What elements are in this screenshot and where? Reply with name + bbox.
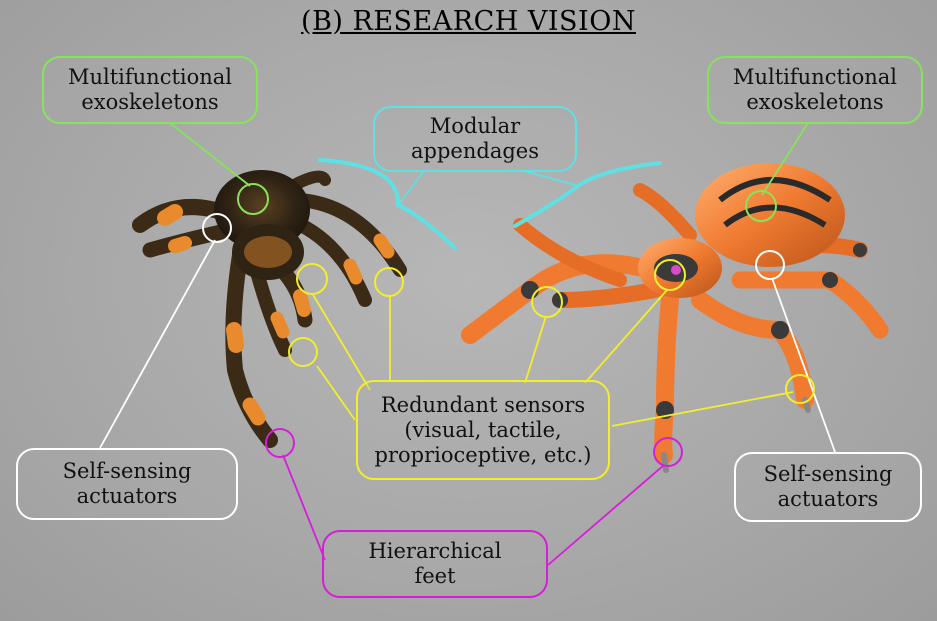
- label-exoskeletons-right: Multifunctional exoskeletons: [707, 56, 923, 124]
- label-actuators-right: Self-sensing actuators: [734, 452, 922, 522]
- label-hierarchical-feet: Hierarchical feet: [322, 530, 548, 598]
- label-text: exoskeletons: [746, 90, 883, 115]
- label-text: (visual, tactile,: [404, 418, 561, 443]
- label-text: actuators: [778, 487, 879, 512]
- label-text: appendages: [411, 139, 539, 164]
- label-text: Self-sensing: [63, 459, 192, 484]
- sensor-marker-1: [297, 264, 327, 294]
- label-text: Modular: [430, 114, 520, 139]
- label-text: actuators: [77, 484, 178, 509]
- sensor-marker-3: [289, 338, 317, 366]
- label-actuators-left: Self-sensing actuators: [16, 448, 238, 520]
- label-text: Multifunctional: [733, 65, 897, 90]
- label-text: Self-sensing: [764, 462, 893, 487]
- label-text: Hierarchical: [368, 539, 501, 564]
- label-redundant-sensors: Redundant sensors (visual, tactile, prop…: [356, 380, 610, 480]
- label-text: Redundant sensors: [381, 393, 585, 418]
- sensor-marker-2: [375, 268, 403, 296]
- label-text: feet: [414, 564, 455, 589]
- label-text: exoskeletons: [81, 90, 218, 115]
- label-exoskeletons-left: Multifunctional exoskeletons: [42, 56, 258, 124]
- label-modular-appendages: Modular appendages: [373, 106, 577, 172]
- figure-title: (B) RESEARCH VISION: [0, 6, 937, 37]
- label-text: proprioceptive, etc.): [375, 443, 592, 468]
- label-text: Multifunctional: [68, 65, 232, 90]
